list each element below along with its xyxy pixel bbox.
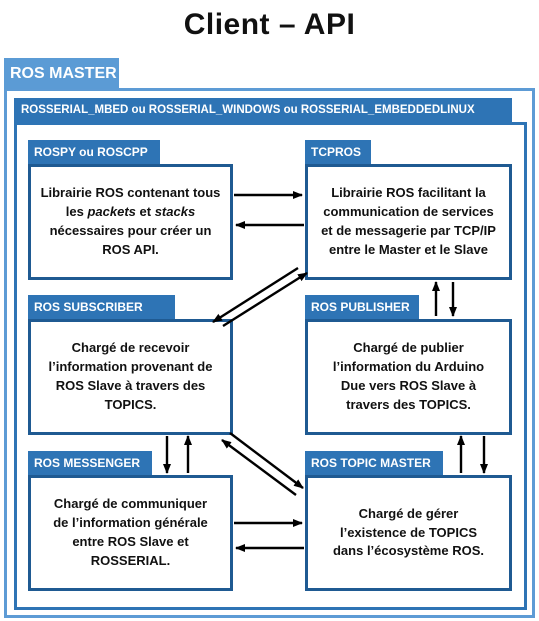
tcpros-description: Librairie ROS facilitant la communicatio… (321, 185, 496, 257)
arrow-topic-master-to-subscriber (221, 439, 297, 496)
ros-subscriber-description: Chargé de recevoir l’information provena… (48, 340, 213, 412)
rospy-description-part: stacks (154, 204, 196, 220)
ros-subscriber-label: ROS SUBSCRIBER (28, 295, 175, 319)
rospy-description-part: nécessaires pour créer un ROS API. (49, 223, 212, 257)
arrow-tcpros-to-subscriber (212, 266, 299, 324)
ros-publisher-description: Chargé de publier l’information du Ardui… (332, 340, 485, 412)
ros-messenger-label: ROS MESSENGER (28, 451, 152, 475)
page-title: Client – API (183, 8, 356, 41)
rospy-description-part: Librairie ROS contenant tous les (40, 185, 221, 220)
ros-topic-master-description: Chargé de gérer l’existence de TOPICS da… (332, 505, 484, 559)
tcpros-label: TCPROS (305, 140, 371, 164)
rospy-label: ROSPY ou ROSCPP (28, 140, 160, 164)
tcpros-box: Librairie ROS facilitant la communicatio… (305, 164, 512, 280)
ros-messenger-box: Chargé de communiquer de l’information g… (28, 475, 233, 591)
ros-master-label: ROS MASTER (4, 58, 119, 89)
rospy-description: Librairie ROS contenant tous les packets… (39, 184, 222, 259)
arrow-subscriber-to-tcpros (222, 271, 308, 328)
rospy-description-part: et (135, 204, 155, 220)
ros-messenger-description: Chargé de communiquer de l’information g… (53, 496, 208, 568)
ros-publisher-box: Chargé de publier l’information du Ardui… (305, 319, 512, 435)
rospy-box: Librairie ROS contenant tous les packets… (28, 164, 233, 280)
ros-publisher-label: ROS PUBLISHER (305, 295, 419, 319)
ros-topic-master-label: ROS TOPIC MASTER (305, 451, 443, 475)
rosserial-label: ROSSERIAL_MBED ou ROSSERIAL_WINDOWS ou R… (14, 98, 512, 123)
ros-subscriber-box: Chargé de recevoir l’information provena… (28, 319, 233, 435)
rospy-description-part: packets (87, 204, 136, 220)
ros-topic-master-box: Chargé de gérer l’existence de TOPICS da… (305, 475, 512, 591)
arrow-subscriber-to-topic-master (229, 432, 304, 489)
